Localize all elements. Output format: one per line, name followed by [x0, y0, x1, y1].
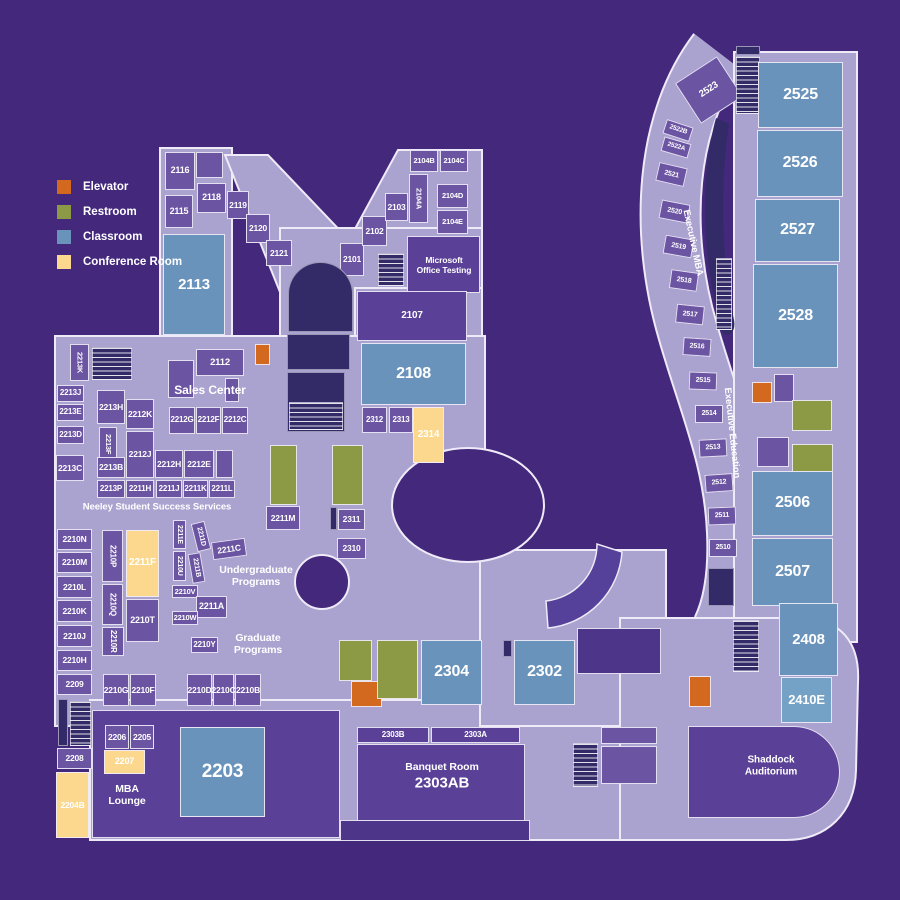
right-wing-band [641, 34, 767, 643]
shaddock-terrace [619, 617, 860, 841]
stair-void [294, 554, 350, 610]
atrium-void [391, 447, 545, 563]
curved-stairs [545, 542, 623, 629]
